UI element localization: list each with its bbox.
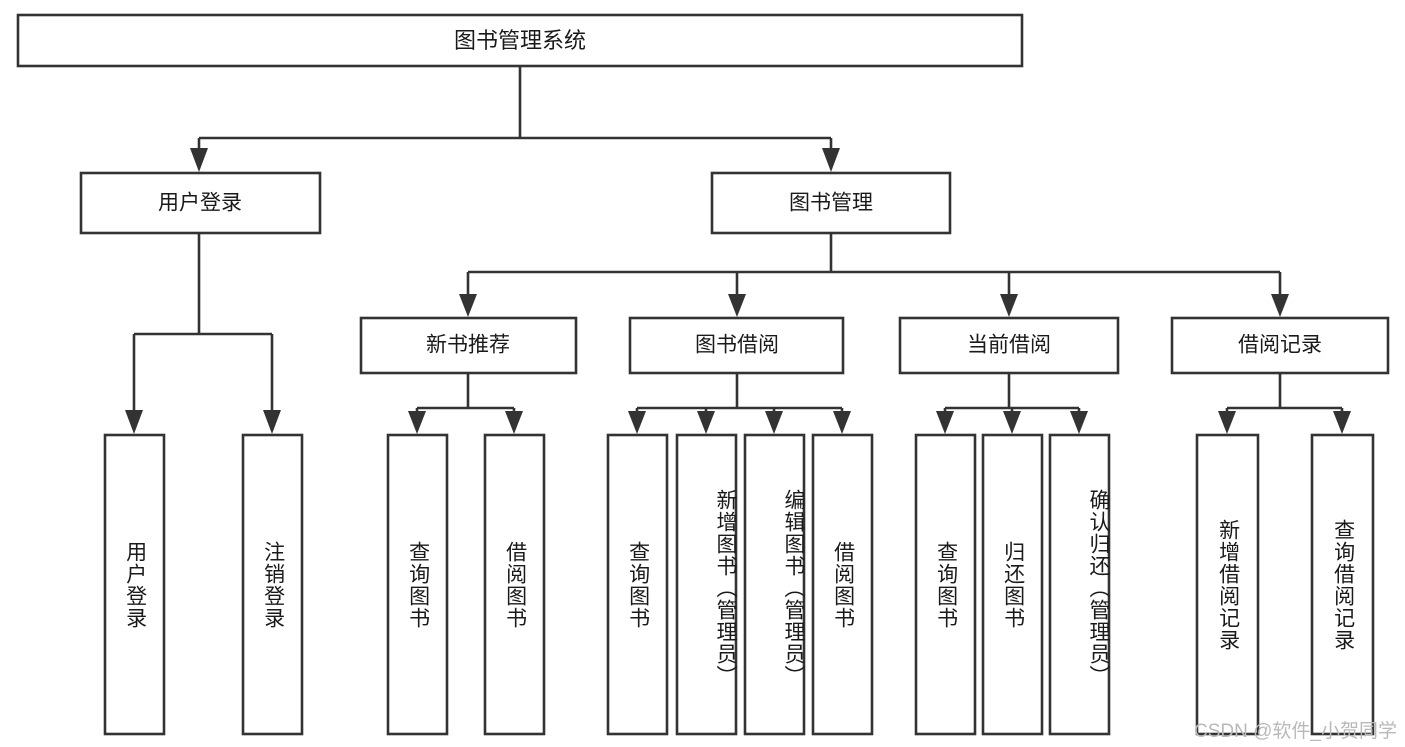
leaf-box-add-book[interactable] (675, 433, 738, 736)
node-current-borrow-box[interactable] (898, 316, 1120, 375)
node-book-borrow-label: 图书借阅 (695, 334, 779, 357)
leaf-box-query-book-3[interactable] (914, 433, 977, 736)
leaf-box-confirm-return[interactable] (1048, 433, 1111, 736)
leaf-box-borrow-book-1[interactable] (483, 433, 546, 736)
node-new-book-rec-box[interactable] (359, 316, 578, 375)
arrow-head-user-login (190, 148, 208, 172)
leaf-box-logout[interactable] (241, 433, 304, 736)
arrow-head-new-book-rec (459, 294, 477, 317)
arrow-head-book-mgmt (822, 148, 840, 172)
arrow-head-leaf-add-record (1218, 411, 1236, 434)
leaf-box-edit-book[interactable] (743, 433, 806, 736)
node-user-login-box[interactable] (79, 171, 322, 235)
leaf-box-return-book[interactable] (981, 433, 1044, 736)
leaf-box-add-record[interactable] (1195, 433, 1260, 736)
arrow-head-leaf-edit-book (765, 411, 783, 434)
node-new-book-rec-label: 新书推荐 (426, 334, 510, 357)
node-root-label: 图书管理系统 (454, 28, 586, 53)
leaf-box-query-record[interactable] (1310, 433, 1375, 736)
arrow-head-leaf-user-login (125, 410, 143, 434)
arrow-head-book-borrow (728, 294, 746, 317)
arrow-head-leaf-query-book-1 (408, 411, 426, 434)
leaf-box-user-login[interactable] (103, 433, 166, 736)
leaf-box-query-book-2[interactable] (606, 433, 669, 736)
arrow-head-borrow-record (1271, 294, 1289, 317)
leaf-box-borrow-book-2[interactable] (811, 433, 874, 736)
arrow-head-leaf-add-book (697, 411, 715, 434)
arrow-head-leaf-borrow-book-2 (833, 411, 851, 434)
arrow-head-leaf-query-record (1333, 411, 1351, 434)
node-book-borrow-box[interactable] (628, 316, 845, 375)
node-group: 图书管理系统 用户登录 图书管理 新书推荐 图书借阅 当前借阅 借阅记录 (16, 13, 1390, 736)
node-borrow-record-box[interactable] (1170, 316, 1390, 375)
arrow-head-leaf-confirm-return (1070, 411, 1088, 434)
node-user-login-label: 用户登录 (158, 192, 242, 215)
csdn-watermark: CSDN @软件_小贺同学 (1194, 721, 1397, 742)
node-book-mgmt-box[interactable] (710, 171, 952, 235)
arrow-head-leaf-query-book-3 (936, 411, 954, 434)
arrow-head-leaf-logout (263, 410, 281, 434)
node-borrow-record-label: 借阅记录 (1238, 334, 1322, 357)
arrow-head-current-borrow (1000, 294, 1018, 317)
leaf-box-query-book-1[interactable] (386, 433, 449, 736)
node-book-mgmt-label: 图书管理 (789, 192, 873, 215)
node-root-box[interactable] (16, 13, 1024, 68)
arrow-head-leaf-return-book (1003, 411, 1021, 434)
connector-group (125, 66, 1351, 434)
arrow-head-leaf-borrow-book-1 (505, 411, 523, 434)
node-current-borrow-label: 当前借阅 (967, 334, 1051, 357)
arrow-head-leaf-query-book-2 (628, 411, 646, 434)
